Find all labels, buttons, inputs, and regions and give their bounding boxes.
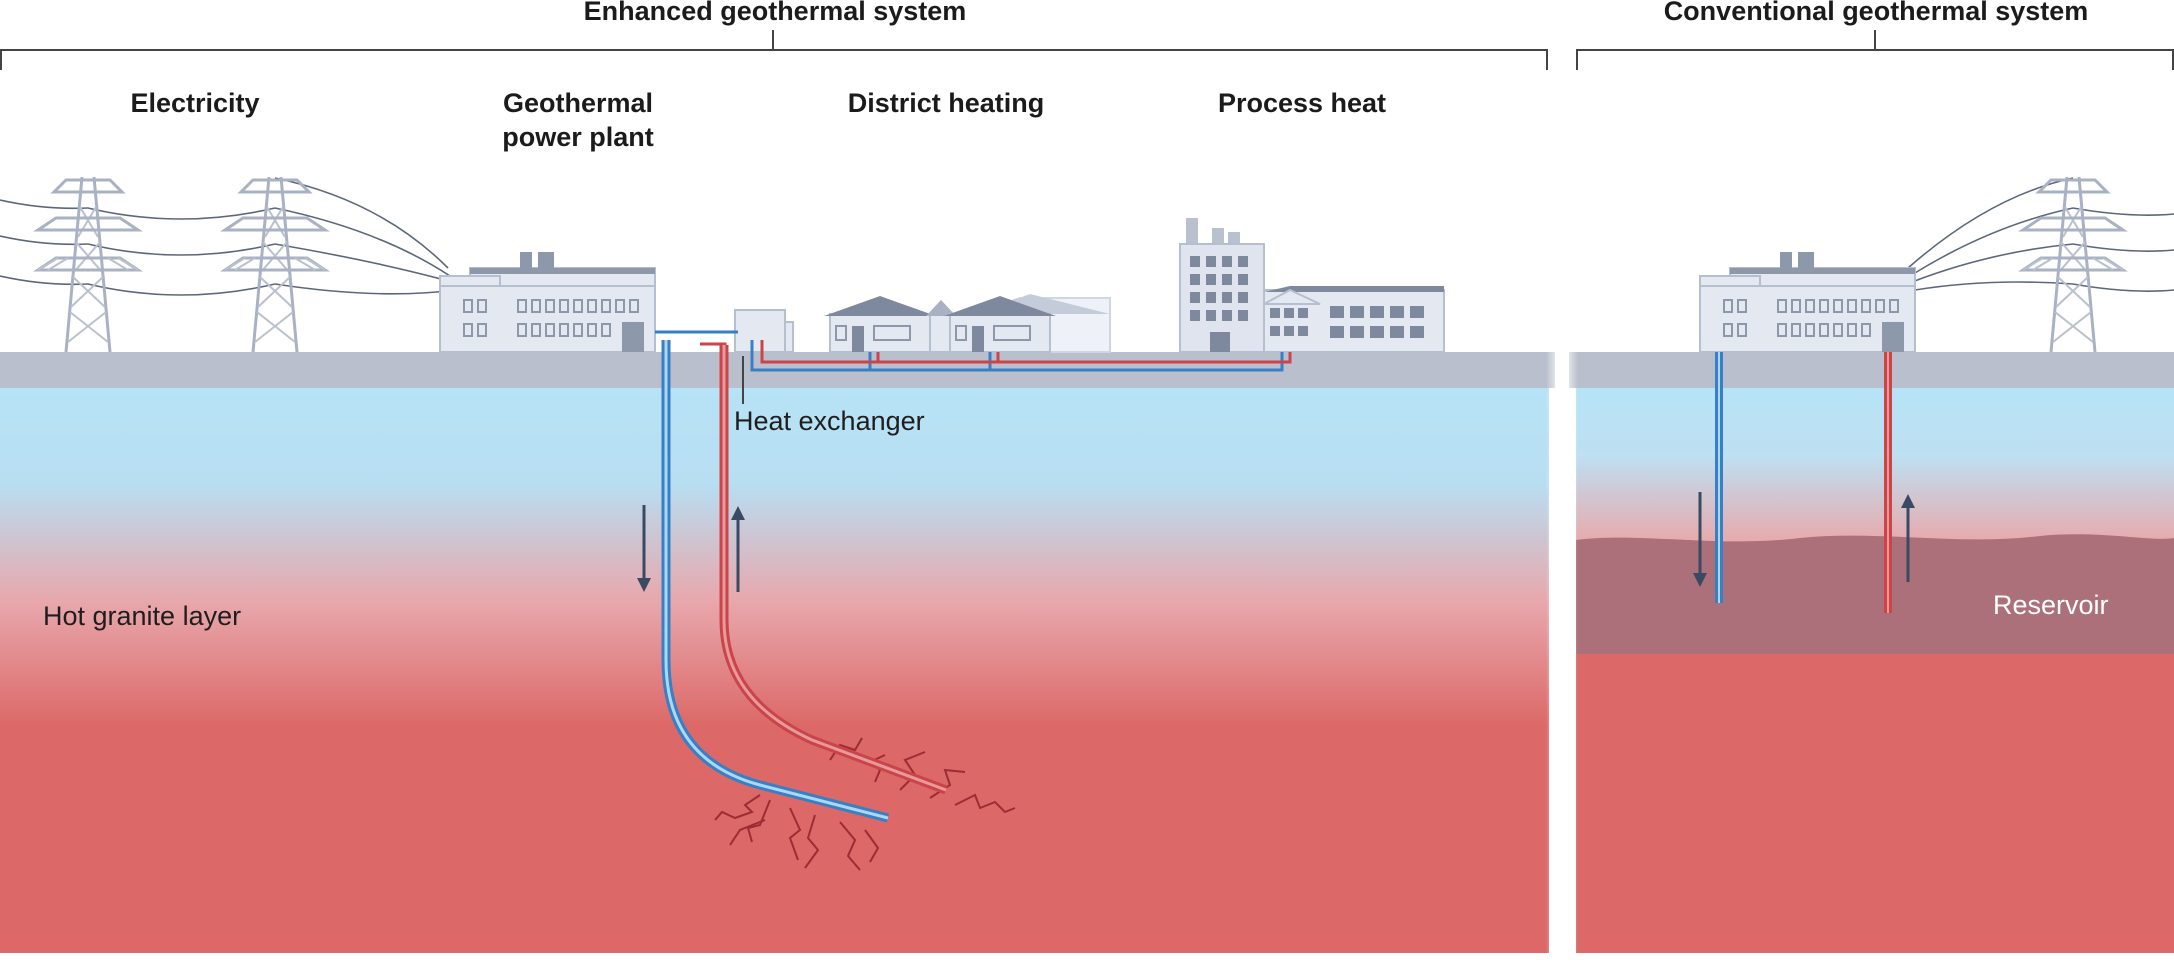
conventional-production-arrow <box>1901 494 1915 582</box>
conventional-upper-rock <box>1576 388 2174 548</box>
injection-flow-arrow <box>637 505 651 592</box>
heat-exchanger-unit <box>734 309 794 353</box>
power-plant-label-1: Geothermal <box>503 88 653 118</box>
process-heat-buildings <box>1179 218 1445 353</box>
reservoir-label: Reservoir <box>1993 590 2109 620</box>
enhanced-bracket <box>0 30 1548 70</box>
conventional-bracket <box>1576 30 2174 70</box>
fracture-network <box>714 737 1016 871</box>
surface-pipes-hot <box>700 340 1292 364</box>
conventional-hot-rock <box>1576 654 2174 953</box>
production-well <box>719 345 948 795</box>
pylon-1 <box>36 175 140 354</box>
conventional-header: Conventional geothermal system <box>1664 0 2089 26</box>
district-heating-label: District heating <box>848 88 1045 118</box>
production-flow-arrow <box>731 506 745 592</box>
heat-exchanger-label: Heat exchanger <box>734 406 925 436</box>
power-plant-label-2: power plant <box>502 122 654 152</box>
hot-granite-label: Hot granite layer <box>43 601 241 631</box>
reservoir-layer <box>1576 534 2174 654</box>
geothermal-power-plant <box>439 251 656 353</box>
power-lines-left <box>0 177 456 296</box>
enhanced-header: Enhanced geothermal system <box>584 0 967 26</box>
pylon-3 <box>2021 175 2125 354</box>
injection-well <box>661 340 890 823</box>
conventional-power-plant <box>1699 251 1916 353</box>
pylon-2 <box>223 175 327 354</box>
conventional-injection-arrow <box>1693 492 1707 587</box>
houses <box>824 294 1111 353</box>
egs-rock-layers <box>0 388 1549 953</box>
process-heat-label: Process heat <box>1218 88 1386 118</box>
power-lines-right <box>1907 177 2174 292</box>
electricity-label: Electricity <box>130 88 259 118</box>
